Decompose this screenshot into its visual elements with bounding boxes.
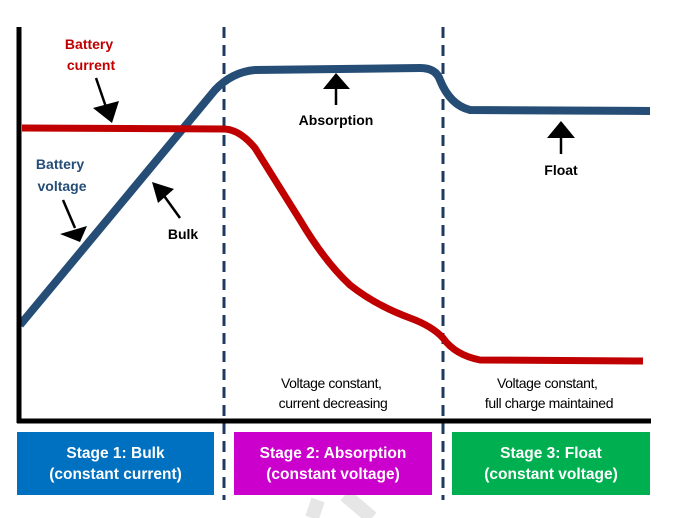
float-label: Float: [544, 162, 578, 178]
stage2-note: Voltage constant, current decreasing: [279, 375, 388, 411]
watermark: [305, 489, 377, 518]
stage-3-title: Stage 3: Float: [500, 444, 602, 462]
battery-voltage-arrow-icon: [60, 199, 87, 242]
battery-current-label: Battery current: [65, 36, 117, 73]
battery-voltage-curve: [16, 64, 651, 328]
battery-current-arrow-icon: [93, 77, 119, 123]
bulk-label: Bulk: [168, 226, 199, 242]
stage-2-subtitle: (constant voltage): [266, 465, 400, 483]
stage-2-title: Stage 2: Absorption: [259, 444, 407, 462]
bulk-arrow-icon: [152, 182, 182, 219]
stage-1-title: Stage 1: Bulk: [66, 444, 165, 462]
battery-current-curve: [21, 124, 644, 365]
stage-3-subtitle: (constant voltage): [484, 465, 618, 483]
stage-1-subtitle: (constant current): [49, 465, 182, 483]
stage3-note: Voltage constant, full charge maintained: [485, 375, 613, 411]
stage-2-box: Stage 2: Absorption (constant voltage): [234, 432, 432, 495]
absorption-label: Absorption: [299, 112, 374, 128]
stage-3-box: Stage 3: Float (constant voltage): [452, 432, 650, 495]
battery-voltage-label: Battery voltage: [36, 156, 88, 194]
stage-1-box: Stage 1: Bulk (constant current): [17, 432, 214, 495]
absorption-arrow-icon: [323, 73, 350, 105]
float-arrow-icon: [547, 121, 575, 154]
